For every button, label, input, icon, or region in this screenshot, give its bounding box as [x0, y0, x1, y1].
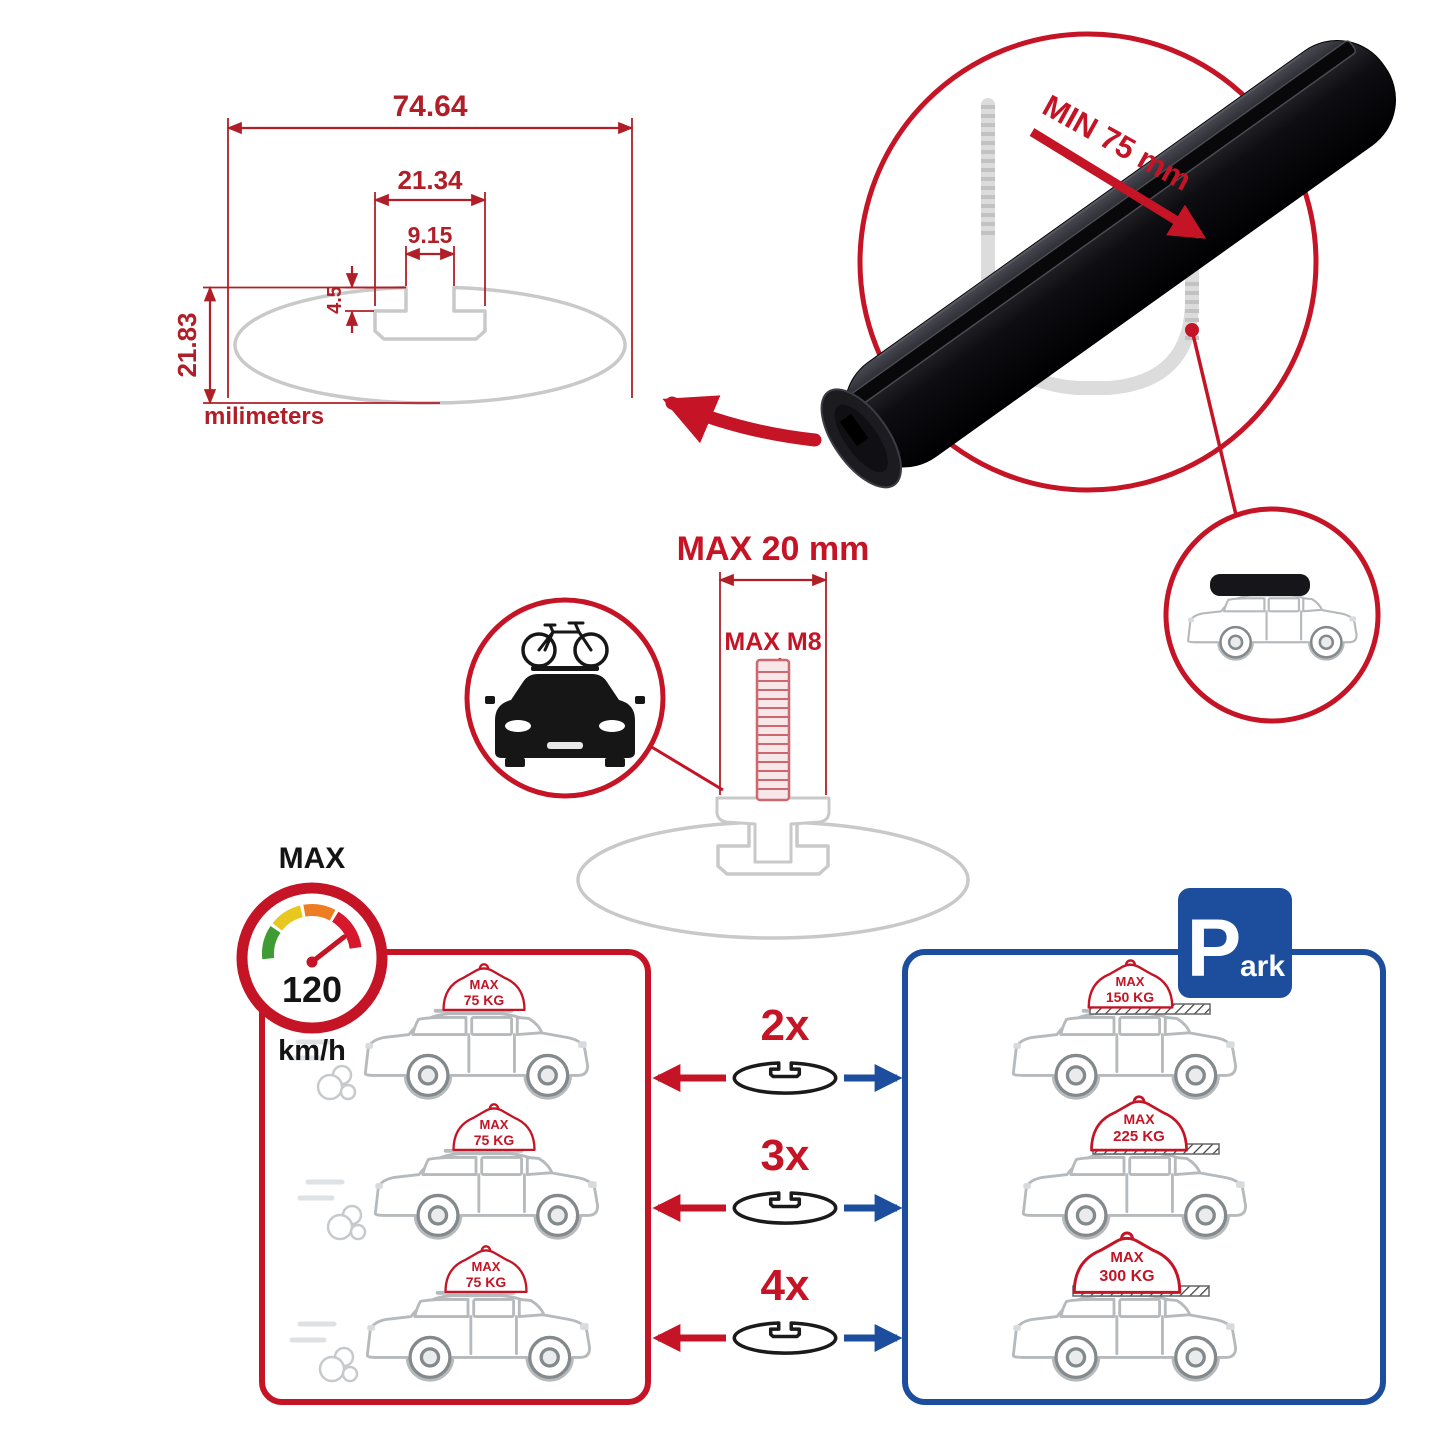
dim-slot-depth-label: 4.5 — [324, 286, 346, 314]
car-front-icon — [485, 621, 645, 767]
load-value-label: 75 KG — [466, 1274, 507, 1290]
parking-row-2: MAX 225 KG — [1021, 1095, 1248, 1241]
leader-line — [649, 744, 724, 792]
driving-row-1: MAX 75 KG — [287, 963, 590, 1101]
crossbar-illustration: MIN 75 mm — [820, 31, 1397, 516]
suv-roofbox-callout — [1163, 506, 1381, 724]
load-max-label: MAX — [472, 1259, 501, 1274]
speedometer-pivot — [306, 956, 318, 968]
crossbar-profile-icon — [733, 1192, 837, 1224]
multiplier-row-2: 3x — [652, 1131, 903, 1224]
dim-inner-width-label: 21.34 — [397, 165, 463, 195]
callout-circle — [857, 31, 1319, 493]
crossbar-profile-icon — [733, 1322, 837, 1354]
speedometer-needle — [309, 934, 347, 965]
park-sign-board — [1178, 888, 1292, 998]
dim-slot-width-label: 9.15 — [408, 222, 453, 248]
speed-limit-badge: MAX 120 km/h — [236, 842, 388, 1067]
load-value-label: 75 KG — [474, 1132, 515, 1148]
exhaust-smoke-icon — [326, 1204, 367, 1241]
speed-streaks-icon — [297, 1179, 345, 1201]
load-max-label: MAX — [1116, 974, 1145, 989]
park-sign-suffix: ark — [1240, 950, 1285, 983]
car-bike-callout — [464, 597, 724, 799]
speed-value-label: 120 — [282, 969, 342, 1010]
load-max-label: MAX — [1110, 1249, 1143, 1266]
load-value-label: 75 KG — [464, 992, 505, 1008]
multiplier-column: 2x 3x 4x — [652, 1001, 903, 1354]
speed-streaks-icon — [289, 1321, 337, 1343]
bolt-max-width-label: MAX 20 mm — [677, 530, 870, 568]
multiplier-row-3: 4x — [652, 1261, 903, 1354]
crossbar-icon — [820, 39, 1397, 489]
park-sign: P ark — [1178, 888, 1292, 998]
load-value-label: 150 KG — [1106, 989, 1154, 1005]
load-max-label: MAX — [470, 977, 499, 992]
crossbar-profile-icon — [233, 285, 627, 405]
leader-line — [1190, 329, 1238, 516]
multiplier-label: 2x — [761, 1001, 810, 1050]
min-clearance-arrow-icon — [1029, 128, 1207, 239]
parking-row-3: MAX 300 KG — [1011, 1231, 1238, 1383]
speedometer-gauge-icon — [261, 904, 362, 960]
dim-unit-label: milimeters — [204, 403, 324, 430]
driving-row-3: MAX 75 KG — [289, 1245, 592, 1383]
speed-streaks-icon — [287, 1039, 335, 1061]
park-sign-initial: P — [1187, 903, 1242, 994]
load-max-label: MAX — [480, 1117, 509, 1132]
parking-row-1: MAX 150 KG — [1011, 959, 1238, 1101]
dim-total-width-label: 74.64 — [392, 90, 467, 123]
speed-max-label: MAX — [279, 842, 346, 875]
profile-callout-arrow-icon — [662, 395, 822, 447]
driving-rows: MAX 75 KG MAX 75 KG MAX — [287, 963, 600, 1383]
bike-icon — [521, 621, 609, 668]
crossbar-profile-icon — [733, 1062, 837, 1094]
bolt-max-thread-label: MAX M8 — [724, 628, 821, 656]
speed-unit-label: km/h — [278, 1035, 346, 1067]
dim-total-height-label: 21.83 — [172, 312, 202, 377]
multiplier-label: 3x — [761, 1131, 810, 1180]
exhaust-smoke-icon — [318, 1346, 359, 1383]
slot-adapter-icon — [715, 796, 831, 864]
load-value-label: 225 KG — [1113, 1128, 1165, 1145]
parking-rows: MAX 150 KG MAX 225 KG MAX 300 KG — [1011, 959, 1248, 1383]
multiplier-row-1: 2x — [652, 1001, 903, 1094]
profile-dimension-diagram: 74.64 21.34 9.15 4.5 21.83 milimeters — [172, 90, 634, 430]
load-max-label: MAX — [1123, 1111, 1155, 1127]
multiplier-label: 4x — [761, 1261, 810, 1310]
driving-row-2: MAX 75 KG — [297, 1103, 600, 1241]
bolt-icon — [755, 658, 791, 802]
bolt-diagram: MAX 20 mm MAX M8 — [464, 530, 970, 940]
roof-box-icon — [1210, 574, 1310, 596]
exhaust-smoke-icon — [316, 1064, 357, 1101]
load-value-label: 300 KG — [1099, 1268, 1154, 1285]
